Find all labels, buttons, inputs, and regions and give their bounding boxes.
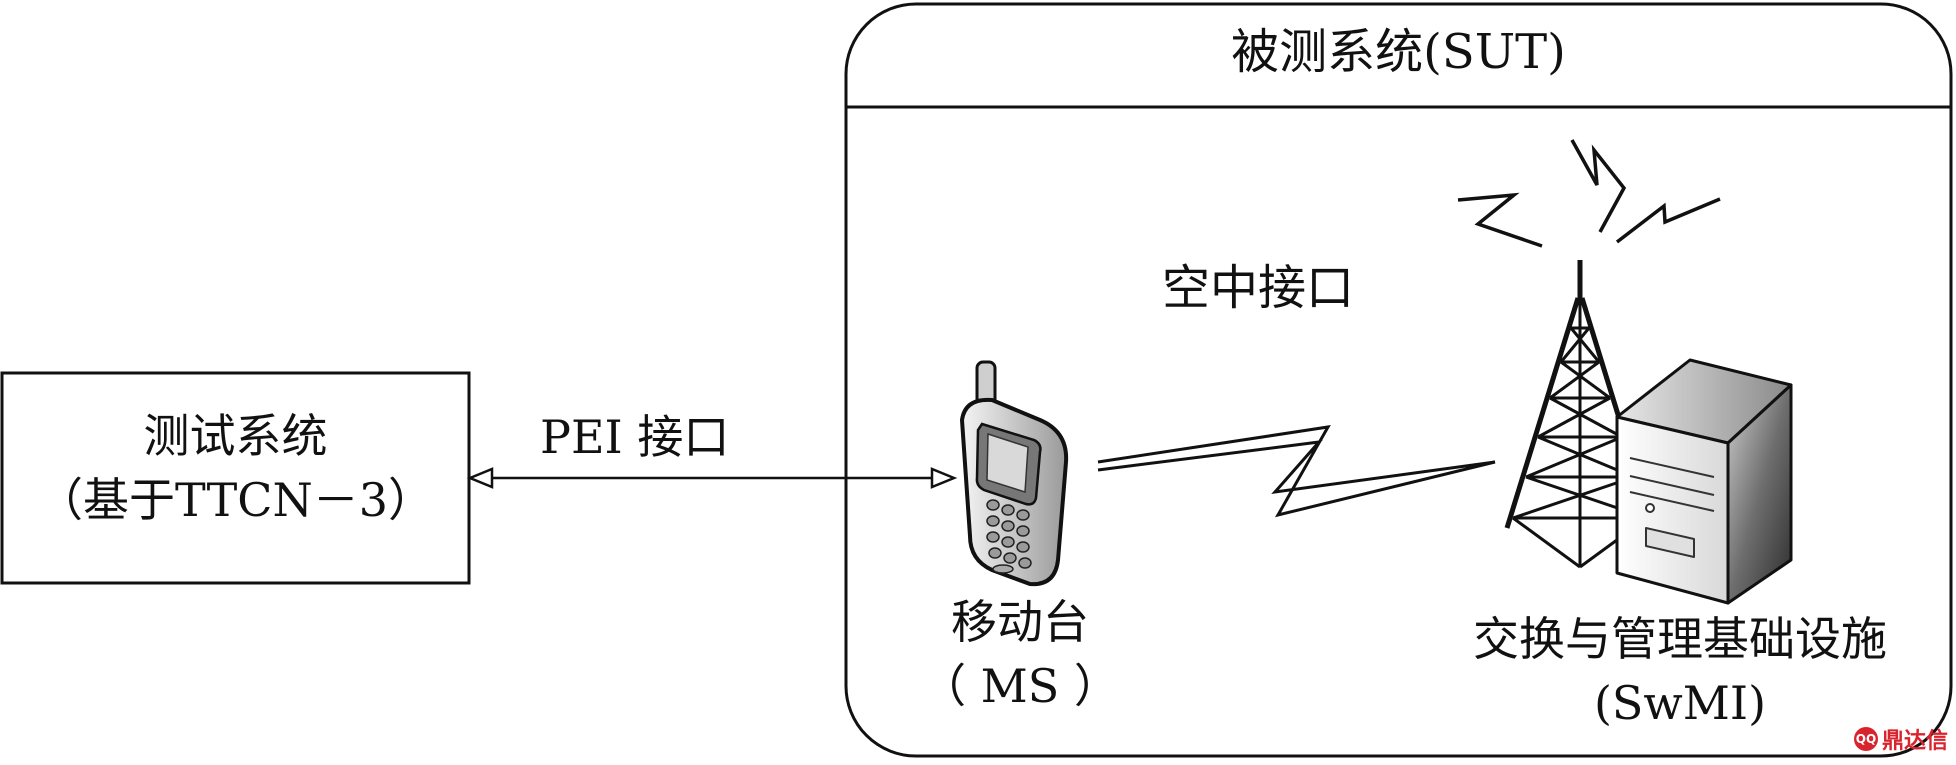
server-icon (1615, 358, 1793, 605)
watermark: QQ 鼎达信 (1853, 723, 1948, 755)
pei-arrow (466, 467, 958, 489)
test-system-box (0, 371, 471, 585)
swmi-title: 交换与管理基础设施 (1473, 612, 1887, 666)
mobile-phone-icon (959, 360, 1069, 587)
watermark-text: 鼎达信 (1881, 729, 1948, 754)
mobile-station-title: 移动台 (951, 595, 1089, 649)
pei-arrowhead-right (930, 467, 958, 489)
keypad (986, 499, 1032, 569)
watermark-logo-icon: QQ (1853, 727, 1878, 751)
test-system-subtitle: （基于TTCN－3） (37, 473, 434, 527)
test-system-title: 测试系统 (143, 409, 328, 463)
radio-waves-icon (1457, 139, 1721, 248)
pei-arrowhead-left (466, 467, 494, 489)
test-system-label: 测试系统 （基于TTCN－3） (2, 404, 469, 532)
air-interface-label: 空中接口 (1162, 260, 1355, 316)
mobile-station-label: 移动台 （ MS ） (900, 590, 1140, 718)
sut-title: 被测系统(SUT) (1231, 24, 1566, 80)
swmi-label: 交换与管理基础设施 (SwMI) (1410, 607, 1950, 735)
swmi-abbr: (SwMI) (1593, 676, 1767, 730)
mobile-station-abbr: （ MS ） (920, 659, 1120, 713)
air-link-bolt (1097, 425, 1496, 518)
pei-interface-label: PEI 接口 (540, 410, 730, 464)
